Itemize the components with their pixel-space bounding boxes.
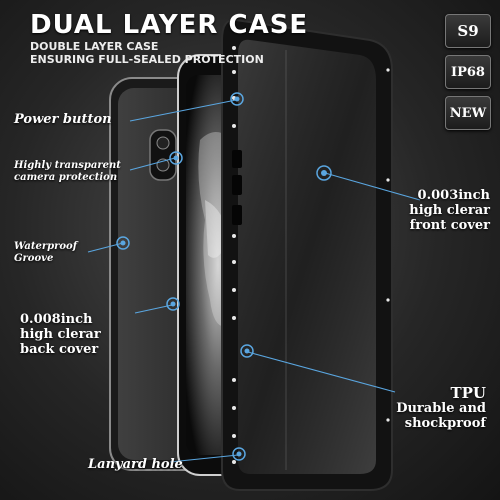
callout-power-button: Power button (14, 112, 112, 127)
callout-front-line-2: high clerar (409, 203, 490, 218)
callout-camera-line-1: Highly transparent (14, 160, 121, 171)
callout-front-line-1: 0.003inch (417, 188, 490, 203)
badge-new: NEW (445, 96, 491, 130)
callout-camera-line-2: camera protection (14, 172, 118, 183)
callout-lanyard: Lanyard hole (88, 457, 183, 472)
callout-lanyard-text: Lanyard hole (88, 457, 183, 472)
callout-camera: Highly transparent camera protection (14, 160, 121, 184)
badge-model: S9 (445, 14, 491, 48)
marker-camera (169, 151, 183, 165)
badge-rating: IP68 (445, 55, 491, 89)
callout-tpu-line-2: Durable and (396, 401, 486, 416)
marker-back (166, 297, 180, 311)
callout-front-cover: 0.003inch high clerar front cover (409, 188, 490, 233)
callout-groove-line-2: Groove (14, 253, 54, 264)
callout-tpu-line-3: shockproof (404, 416, 486, 431)
headline-block: DUAL LAYER CASE DOUBLE LAYER CASE ENSURI… (30, 10, 308, 66)
marker-front (316, 165, 332, 181)
case-studs (232, 46, 390, 464)
headline-subtitle-1: DOUBLE LAYER CASE (30, 40, 159, 53)
callout-tpu-line-1: TPU (450, 384, 486, 402)
callout-back-line-2: high clerar (20, 327, 101, 342)
callout-groove: Waterproof Groove (14, 241, 77, 265)
marker-power (230, 92, 244, 106)
callout-groove-line-1: Waterproof (14, 241, 77, 252)
front-cover (221, 18, 393, 491)
marker-lanyard (232, 447, 246, 461)
callout-power-text: Power button (14, 112, 112, 127)
callout-markers (116, 92, 332, 461)
callout-tpu: TPU Durable and shockproof (396, 384, 486, 432)
callout-back-line-1: 0.008inch (20, 312, 93, 327)
headline-title: DUAL LAYER CASE (30, 10, 309, 40)
camera-window (149, 129, 177, 181)
marker-tpu (240, 344, 254, 358)
headline-subtitle-2: ENSURING FULL-SEALED PROTECTION (30, 53, 264, 66)
callout-back-line-3: back cover (20, 342, 99, 357)
callout-front-line-3: front cover (409, 218, 490, 233)
callout-back-cover: 0.008inch high clerar back cover (20, 312, 101, 357)
marker-groove (116, 236, 130, 250)
callout-lines (87, 99, 421, 463)
